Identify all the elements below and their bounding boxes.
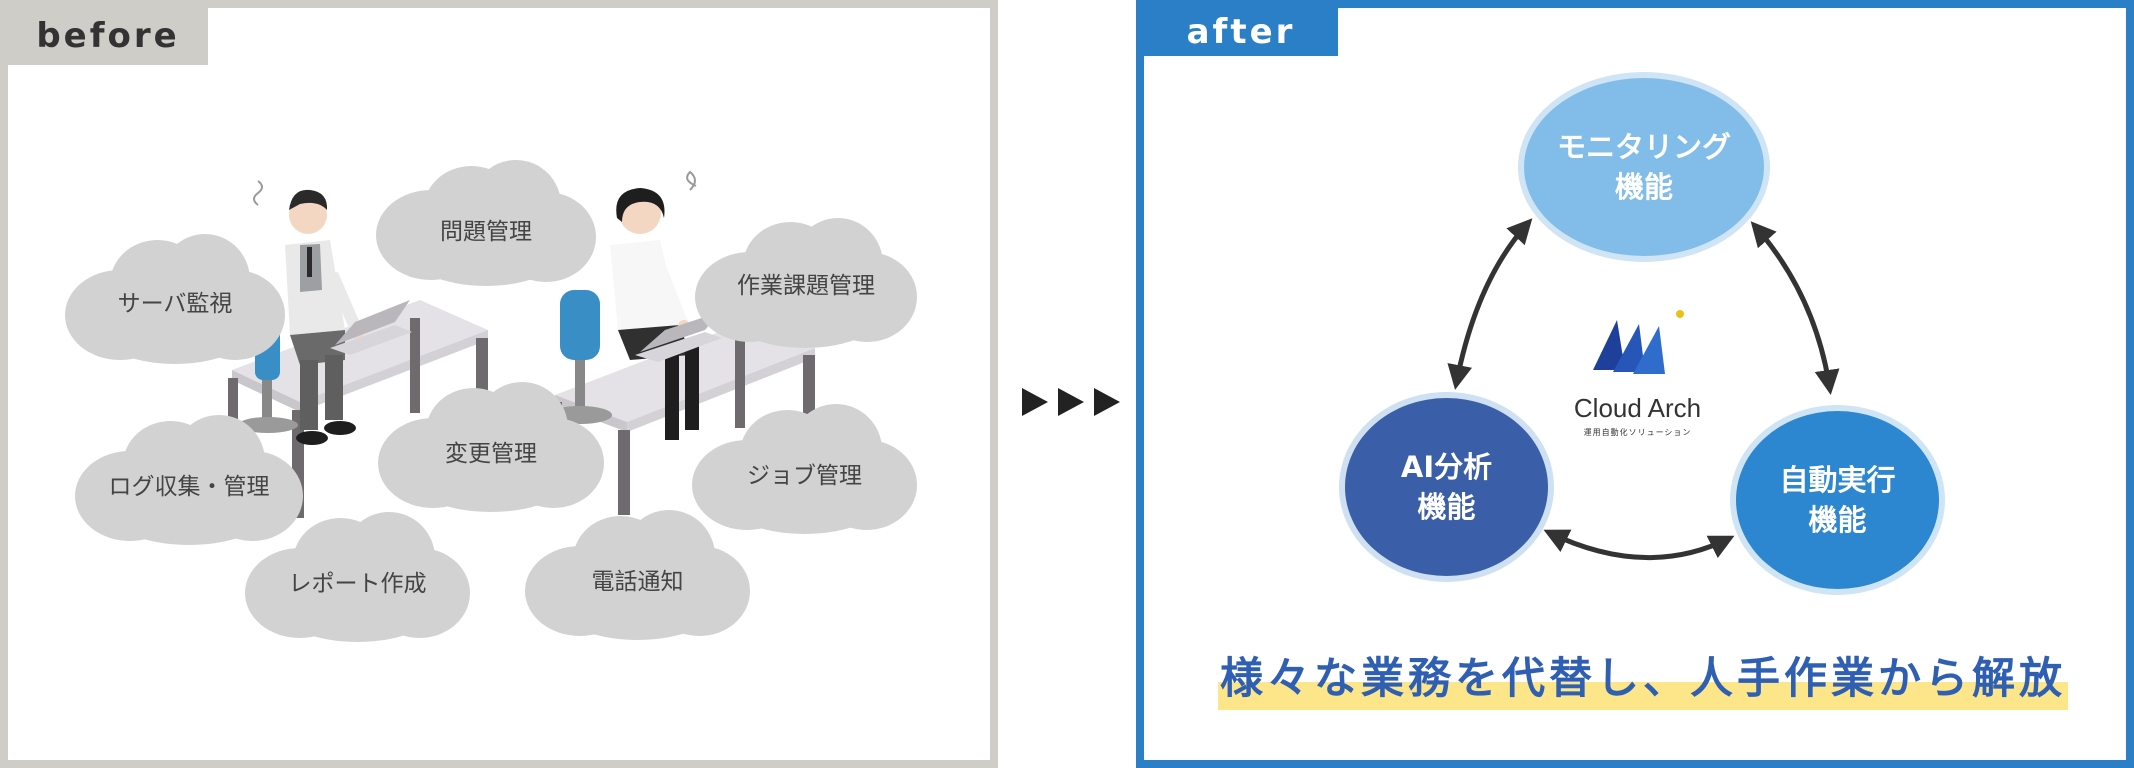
cloud-server-monitoring: サーバ監視 (65, 232, 285, 364)
cloud-label: 問題管理 (440, 219, 532, 245)
cloud-label: ジョブ管理 (747, 463, 862, 489)
triangle-arrow-icon (1022, 388, 1048, 416)
node-label: AI分析 (1400, 450, 1493, 484)
cloud-phone-notification: 電話通知 (525, 510, 750, 640)
cloud-arch-logo-icon (1593, 310, 1684, 374)
arrow-monitoring-ai (1447, 218, 1533, 390)
cloud-report-creation: レポート作成 (245, 512, 470, 642)
cloud-log-collection: ログ収集・管理 (75, 415, 303, 545)
node-label: モニタリング (1556, 130, 1731, 164)
logo-name: Cloud Arch (1573, 393, 1702, 423)
man-figure (253, 180, 364, 445)
cloud-label: 作業課題管理 (737, 273, 875, 299)
node-label: 自動実行 (1779, 463, 1896, 497)
node-label: 機能 (1808, 503, 1867, 537)
cloud-job-management: ジョブ管理 (692, 404, 917, 534)
node-ai-analysis: AI分析 機能 (1339, 392, 1554, 582)
arrow-ai-auto (1543, 529, 1735, 561)
cloud-label: レポート作成 (288, 571, 427, 597)
message-highlight (1218, 682, 2068, 710)
transition-arrows (1022, 388, 1120, 416)
cloud-label: ログ収集・管理 (108, 474, 270, 500)
before-panel: before (0, 0, 998, 768)
bottom-message: 様々な業務を代替し、人手作業から解放 (1220, 654, 2066, 704)
node-label: 機能 (1614, 170, 1673, 204)
cloud-problem-management: 問題管理 (376, 158, 596, 286)
node-auto-execution: 自動実行 機能 (1730, 405, 1945, 595)
triangle-arrow-icon (1094, 388, 1120, 416)
logo-subtitle: 運用自動化ソリューション (1583, 428, 1692, 437)
after-tab: after (1144, 8, 1338, 56)
before-tab: before (8, 8, 208, 65)
node-monitoring: モニタリング 機能 (1518, 72, 1770, 262)
cycle-arrows (1447, 218, 1840, 561)
node-label: 機能 (1417, 490, 1476, 524)
arrow-monitoring-auto (1750, 221, 1840, 395)
cloud-label: 電話通知 (591, 569, 684, 595)
cloud-change-management: 変更管理 (378, 382, 604, 512)
cloud-label: サーバ監視 (117, 291, 233, 317)
cloud-task-management: 作業課題管理 (695, 216, 917, 348)
cloud-label: 変更管理 (445, 441, 537, 467)
triangle-arrow-icon (1058, 388, 1084, 416)
